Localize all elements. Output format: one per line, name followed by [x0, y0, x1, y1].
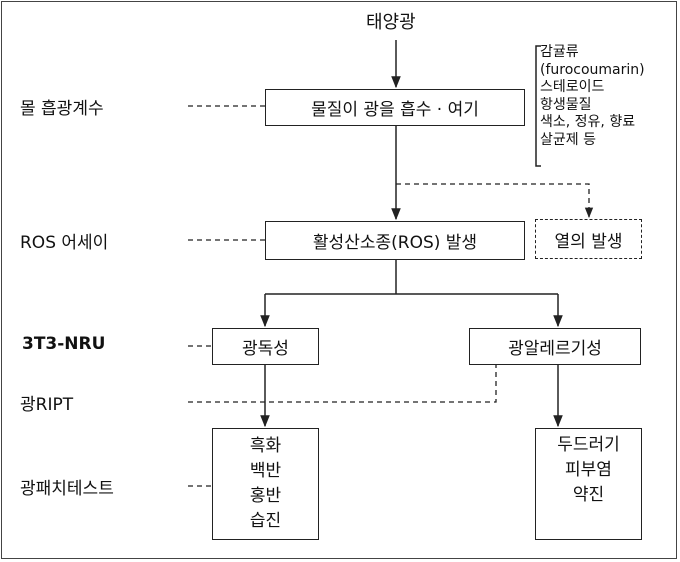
- absorbing-substances-list: 감귤류 (furocoumarin) 스테로이드 항생물질 색소, 정유, 향료…: [540, 44, 645, 149]
- substance-item: (furocoumarin): [540, 61, 645, 78]
- effect-item: 백반: [249, 461, 282, 481]
- substance-item: 스테로이드: [540, 79, 605, 95]
- test-3t3-nru-label: 3T3-NRU: [22, 334, 106, 354]
- effect-item: 흑화: [249, 436, 282, 456]
- test-molar-absorption-label: 몰 흡광계수: [20, 99, 104, 119]
- substance-item: 항생물질: [540, 96, 592, 113]
- heat-generation-box: 열의 발생: [535, 219, 642, 259]
- effect-item: 두드러기: [557, 435, 620, 455]
- phototoxicity-box: 광독성: [212, 328, 319, 365]
- effect-item: 홍반: [249, 486, 282, 506]
- substance-item: 색소, 정유, 향료: [540, 114, 636, 130]
- ros-generation-box: 활성산소종(ROS) 발생: [265, 221, 525, 260]
- dashed-arrow-to-heat: [396, 183, 594, 219]
- dashed-link-ript: [188, 365, 497, 403]
- substance-item: 감귤류: [540, 44, 579, 60]
- substance-item: 살균제 등: [540, 131, 596, 148]
- effect-item: 피부염: [565, 460, 612, 480]
- test-photo-patch-label: 광패치테스트: [20, 479, 114, 499]
- photoallergy-effects-box: 두드러기 피부염 약진: [535, 428, 642, 540]
- effect-item: 약진: [572, 485, 605, 505]
- absorbers-bracket: [535, 45, 541, 167]
- test-ros-assay-label: ROS 어세이: [20, 233, 109, 253]
- phototox-effects-box: 흑화 백반 홍반 습진: [212, 428, 319, 540]
- sunlight-label: 태양광: [366, 12, 416, 33]
- absorption-box: 물질이 광을 흡수 · 여기: [265, 89, 525, 126]
- photoallergy-box: 광알레르기성: [469, 328, 641, 365]
- test-photo-ript-label: 광RIPT: [20, 395, 74, 415]
- effect-item: 습진: [249, 511, 282, 531]
